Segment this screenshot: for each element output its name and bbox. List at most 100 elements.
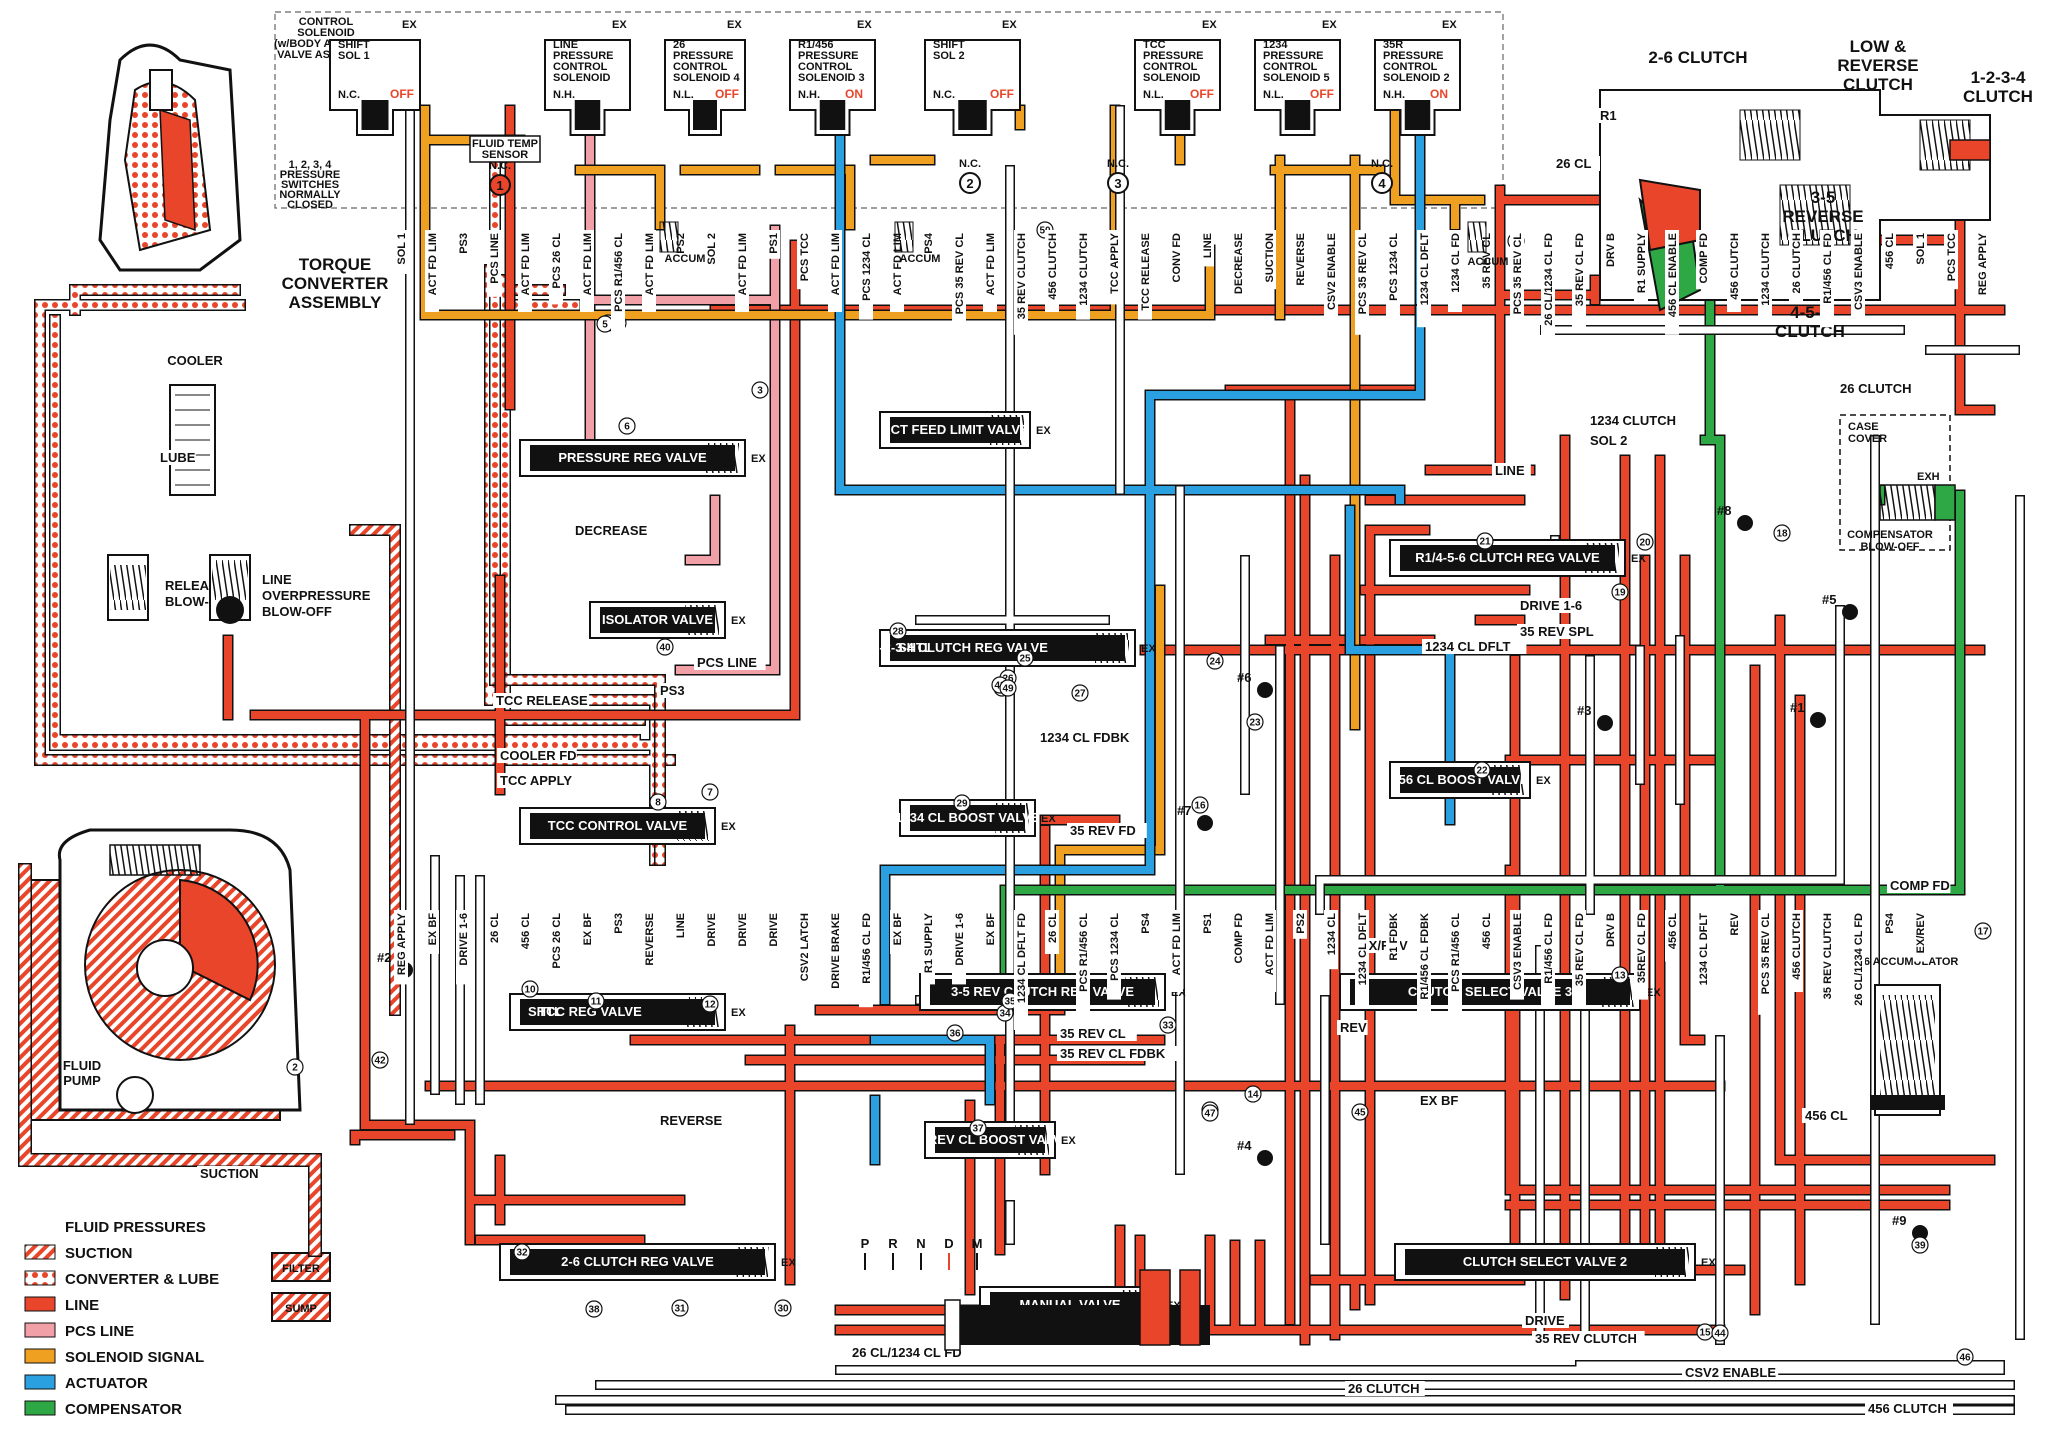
ps-label-5: CLOSED — [287, 199, 333, 211]
clutch-lowrev-label-3: CLUTCH — [1843, 75, 1913, 94]
passage-label-v: PS4 — [1882, 910, 1896, 939]
passage-label-text: 1234 CL DFLT FD — [1016, 913, 1028, 1003]
passage-label-h: 35 REV CL FDBK — [1057, 1046, 1178, 1061]
orifice-39: 39 — [1911, 1236, 1929, 1254]
passage-label-text: 456 CL — [1481, 913, 1493, 949]
passage-label-text: TCC RELEASE — [496, 693, 588, 708]
passage-label-text: PS4 — [1140, 912, 1152, 934]
passage-label-text: CSV2 ENABLE — [1685, 1365, 1776, 1380]
valve-shtl-tag: SHTL — [528, 1004, 562, 1019]
orifice-circle — [1246, 713, 1264, 731]
filter: FILTER — [271, 1252, 331, 1282]
orifice-number: 17 — [1977, 927, 1989, 938]
passage-label-text: TCC RELEASE — [1140, 233, 1152, 311]
passage-label-text: PCS TCC — [799, 233, 811, 281]
orifice-number: 16 — [1194, 801, 1206, 812]
prndm-letter: P — [861, 1236, 870, 1251]
passage-label-bg — [766, 230, 780, 259]
solenoid-body — [1254, 39, 1341, 136]
passage-label-bg — [1107, 910, 1121, 1000]
passage-label-text: REG APPLY — [1977, 232, 1989, 295]
passage-label-bg — [1851, 910, 1865, 1038]
passage-label-v: 35REV CL FD — [1634, 910, 1648, 1000]
sump: SUMP — [271, 1292, 331, 1322]
solenoid-title-line: CONTROL — [673, 61, 728, 73]
pressure-switch-1: 1N.C. — [489, 160, 511, 196]
passage-label-bg — [1138, 910, 1152, 939]
passage-label-v: REVERSE — [642, 910, 656, 970]
legend-label-line: LINE — [65, 1297, 99, 1314]
passage-label-text: EX BF — [582, 913, 594, 946]
passage-label-bg — [497, 773, 577, 788]
passage-label-text: DRIVE 1-6 — [458, 913, 470, 966]
passage-label-bg — [425, 910, 439, 954]
solenoid-title-line: CONTROL — [553, 61, 608, 73]
passage-label-bg — [1572, 230, 1586, 328]
passage-label-text: ACT FD LIM — [1171, 913, 1183, 975]
solenoid-exhaust-label: EX — [1202, 19, 1217, 31]
passage-label-bg — [828, 230, 842, 312]
passage-label-bg — [1603, 910, 1617, 954]
ball-check-ball — [1842, 604, 1858, 620]
solenoid-body — [1374, 39, 1461, 136]
passage-label-bg — [1200, 230, 1214, 267]
orifice-circle — [999, 679, 1017, 697]
passage-label-text: 456 CL ENABLE — [1667, 233, 1679, 317]
control-label-2: SOLENOID — [297, 27, 355, 39]
passage-label-text: CSV3 ENABLE — [1512, 913, 1524, 990]
orifice-circle — [889, 622, 907, 640]
orifice-number: 27 — [1074, 689, 1086, 700]
clutch-lowrev-label-2: REVERSE — [1837, 56, 1918, 75]
passage-label-v: PCS 35 REV CL — [1758, 910, 1772, 1015]
passage-label-text: CONV FD — [1171, 233, 1183, 283]
passage-label-bg — [157, 450, 196, 465]
valve-spool — [1400, 545, 1615, 571]
passage-label-v: PS4 — [921, 230, 935, 259]
ball-check-ball — [1737, 515, 1753, 531]
orifice-number: 11 — [591, 997, 602, 1008]
passage-label-v: PCS R1/456 CL — [1076, 910, 1090, 1015]
tc-label-2: CONVERTER — [282, 274, 389, 293]
ball-checks: #1#2#3#4#5#6#7#8#9 — [377, 503, 1928, 1241]
solenoid-type: N.H. — [798, 89, 820, 101]
orifice-circle — [1201, 1104, 1219, 1122]
passage-label-text: CSV3 ENABLE — [1853, 233, 1865, 310]
passage-label-bg — [518, 910, 532, 962]
passage-label-text: 456 CLUTCH — [1868, 1401, 1947, 1416]
solenoid-plunger — [574, 100, 601, 130]
passage-label-h: COMP FD — [1887, 878, 1951, 893]
passage-label-bg — [1758, 910, 1772, 1015]
passage-label-v: PCS 1234 CL — [1386, 230, 1400, 320]
passage-label-text: R1/456 CL FD — [861, 913, 873, 984]
passage-label-text: 35 REV SPL — [1520, 624, 1594, 639]
orifice-8: 8 — [649, 793, 667, 811]
passage-label-v: 26 CL/1234 CL FD — [1541, 230, 1555, 358]
passage-label-v: EX BF — [425, 910, 439, 954]
orifice-46: 46 — [1956, 1348, 1974, 1366]
orifice-circle — [1476, 532, 1494, 550]
passage-label-v: 26 CL — [1045, 910, 1059, 954]
passage-label-bg — [1045, 910, 1059, 954]
passage-label-v: PS3 — [456, 230, 470, 259]
passage-label-bg — [1293, 230, 1307, 290]
solenoid-type: N.H. — [1383, 89, 1405, 101]
passage-label-v: PS1 — [1200, 910, 1214, 939]
passage-label-text: SUCTION — [1264, 233, 1276, 283]
solenoid-state: OFF — [715, 87, 739, 101]
passage-label-text: 1234 CL DFLT — [1357, 913, 1369, 986]
passage-label-v: R1 SUPPLY — [921, 910, 935, 985]
passage-label-text: SOL 2 — [706, 233, 718, 265]
passage-label-text: PS2 — [1295, 913, 1307, 934]
passage-label-text: DECREASE — [1233, 233, 1245, 294]
passage-label-v: 35 REV CLUTCH — [1820, 910, 1834, 1015]
orifice-circle — [521, 980, 539, 998]
passage-label-v: 1234 CL — [1324, 910, 1338, 970]
solenoid-title-line: TCC — [1143, 39, 1166, 51]
passage-label-text: 26 CL — [1556, 156, 1591, 171]
passage-label-h: SOL 2 — [1587, 433, 1634, 448]
orifice-circle — [1711, 1324, 1729, 1342]
